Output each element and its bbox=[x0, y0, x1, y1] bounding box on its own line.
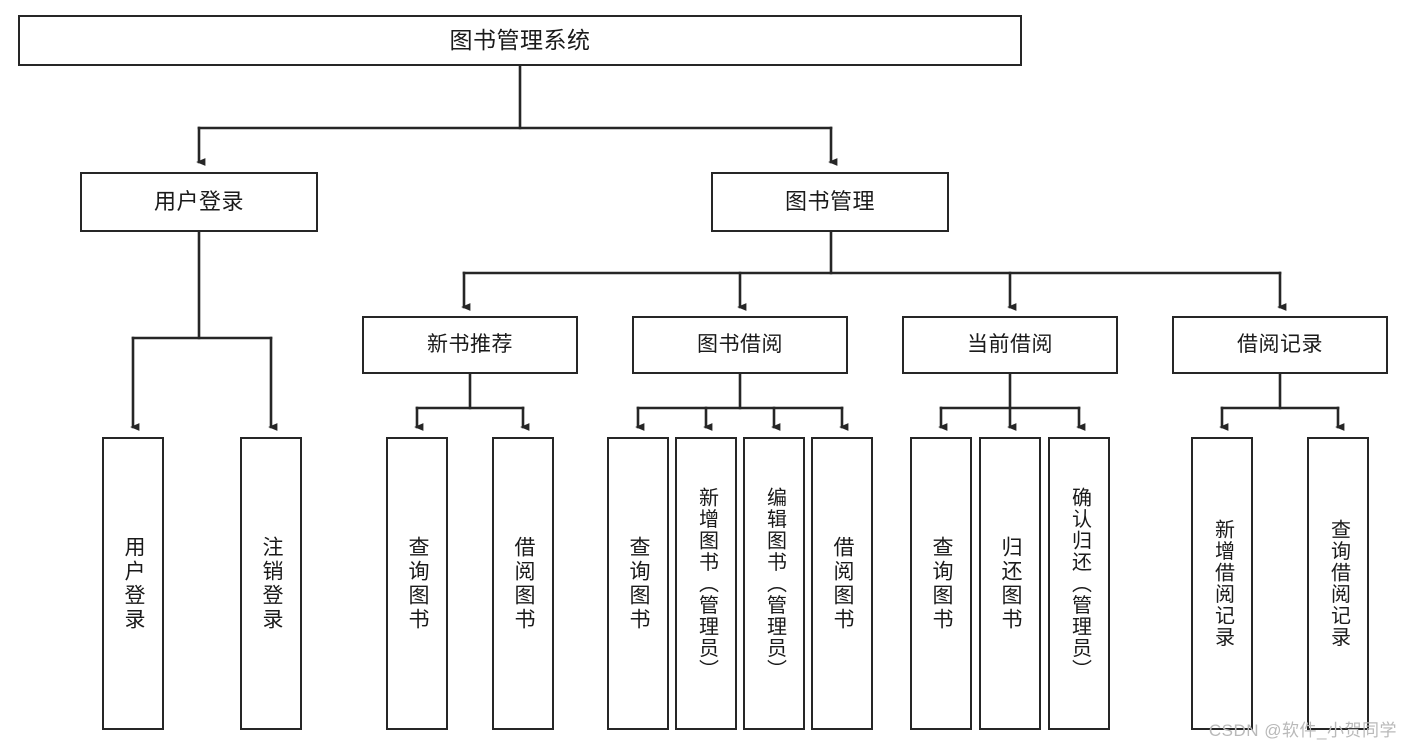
node-label: 归还图书 bbox=[999, 535, 1023, 632]
node-leaf-borrow-book-recommend[interactable]: 借阅图书 bbox=[492, 437, 554, 730]
node-label: 查询图书 bbox=[406, 535, 430, 632]
node-leaf-user-login[interactable]: 用户登录 bbox=[102, 437, 164, 730]
node-leaf-query-borrow-record[interactable]: 查询借阅记录 bbox=[1307, 437, 1369, 730]
node-label: 图书管理 bbox=[784, 188, 875, 214]
node-label: 用户登录 bbox=[122, 535, 146, 632]
node-label: 新增图书（管理员） bbox=[695, 486, 718, 681]
node-label: 图书管理系统 bbox=[449, 27, 591, 54]
node-leaf-add-book-admin[interactable]: 新增图书（管理员） bbox=[675, 437, 737, 730]
node-book-manage[interactable]: 图书管理 bbox=[711, 172, 949, 232]
node-leaf-query-book-recommend[interactable]: 查询图书 bbox=[386, 437, 448, 730]
node-label: 新增借阅记录 bbox=[1211, 519, 1234, 648]
node-label: 查询图书 bbox=[930, 535, 954, 632]
node-leaf-logout-login[interactable]: 注销登录 bbox=[240, 437, 302, 730]
node-leaf-add-borrow-record[interactable]: 新增借阅记录 bbox=[1191, 437, 1253, 730]
node-label: 用户登录 bbox=[153, 188, 244, 214]
node-borrow-record[interactable]: 借阅记录 bbox=[1172, 316, 1388, 374]
node-label: 确认归还（管理员） bbox=[1068, 486, 1091, 681]
node-label: 图书借阅 bbox=[697, 333, 783, 357]
node-book-borrow[interactable]: 图书借阅 bbox=[632, 316, 848, 374]
node-label: 查询借阅记录 bbox=[1327, 519, 1350, 648]
node-label: 借阅图书 bbox=[512, 535, 536, 632]
node-label: 编辑图书（管理员） bbox=[763, 486, 786, 681]
node-label: 查询图书 bbox=[627, 535, 651, 632]
node-leaf-query-book-borrow[interactable]: 查询图书 bbox=[607, 437, 669, 730]
node-leaf-query-book-current[interactable]: 查询图书 bbox=[910, 437, 972, 730]
node-leaf-edit-book-admin[interactable]: 编辑图书（管理员） bbox=[743, 437, 805, 730]
node-user-login[interactable]: 用户登录 bbox=[80, 172, 318, 232]
node-root-book-management-system[interactable]: 图书管理系统 bbox=[18, 15, 1022, 66]
node-label: 借阅图书 bbox=[831, 535, 855, 632]
node-label: 借阅记录 bbox=[1237, 333, 1323, 357]
node-label: 新书推荐 bbox=[427, 333, 513, 357]
node-label: 当前借阅 bbox=[967, 333, 1053, 357]
node-new-book-recommend[interactable]: 新书推荐 bbox=[362, 316, 578, 374]
node-leaf-return-book[interactable]: 归还图书 bbox=[979, 437, 1041, 730]
node-current-borrow[interactable]: 当前借阅 bbox=[902, 316, 1118, 374]
node-leaf-confirm-return-admin[interactable]: 确认归还（管理员） bbox=[1048, 437, 1110, 730]
node-label: 注销登录 bbox=[260, 535, 284, 632]
node-leaf-borrow-book-borrow[interactable]: 借阅图书 bbox=[811, 437, 873, 730]
